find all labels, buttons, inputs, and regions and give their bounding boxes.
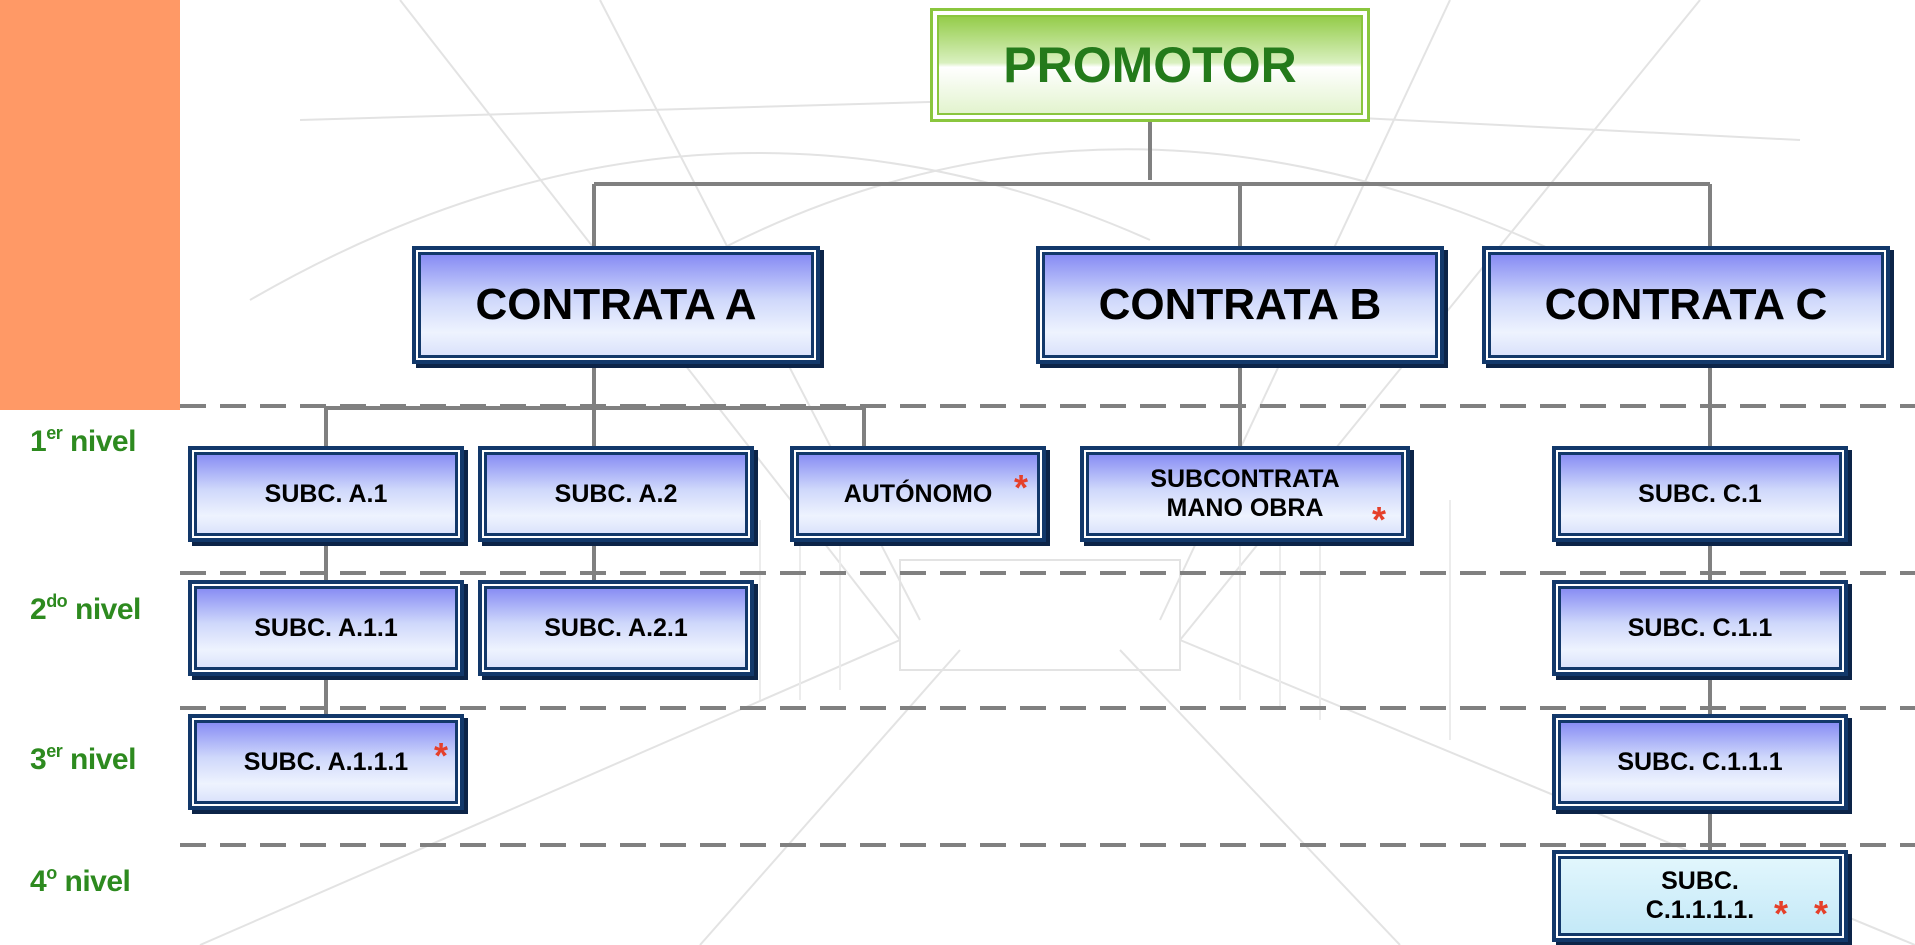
- contrata-b-node: CONTRATA B: [1036, 246, 1444, 364]
- level-label-4: 4o nivel: [30, 863, 131, 898]
- level-label-1: 1er nivel: [30, 423, 136, 458]
- subc-c1111-node: SUBC. C.1.1.1.1. * *: [1552, 850, 1848, 942]
- contrata-b-label: CONTRATA B: [1098, 279, 1382, 329]
- subc-a21-node: SUBC. A.2.1: [478, 580, 754, 676]
- subcontrata-asterisk: *: [1371, 499, 1386, 540]
- subc-c1-label: SUBC. C.1: [1638, 479, 1762, 508]
- subc-c11-label: SUBC. C.1.1: [1627, 613, 1773, 642]
- level-label-2: 2do nivel: [30, 591, 141, 626]
- promotor-label: PROMOTOR: [1003, 37, 1297, 93]
- autonomo-node: AUTÓNOMO *: [790, 446, 1046, 542]
- subc-c111-label: SUBC. C.1.1.1: [1617, 747, 1783, 776]
- subc-c1111-asterisk-1: *: [1773, 893, 1788, 934]
- subcontrata-mano-obra-node: SUBCONTRATA MANO OBRA *: [1080, 446, 1410, 542]
- subc-a2-node: SUBC. A.2: [478, 446, 754, 542]
- promotor-node: PROMOTOR: [930, 8, 1370, 122]
- autonomo-label: AUTÓNOMO: [843, 479, 993, 508]
- subc-a1-label: SUBC. A.1: [264, 479, 388, 508]
- subc-a2-label: SUBC. A.2: [554, 479, 678, 508]
- subc-a111-label: SUBC. A.1.1.1: [243, 747, 409, 776]
- contrata-c-node: CONTRATA C: [1482, 246, 1890, 364]
- subc-a11-label: SUBC. A.1.1: [254, 613, 398, 642]
- subcontrata-line1: SUBCONTRATA: [1150, 465, 1340, 494]
- subc-c1111-line1: SUBC.: [1661, 867, 1739, 896]
- side-bar: [0, 0, 180, 945]
- subc-a111-node: SUBC. A.1.1.1 *: [188, 714, 464, 810]
- subc-c1111-asterisk-2: *: [1813, 893, 1828, 934]
- subc-c111-node: SUBC. C.1.1.1: [1552, 714, 1848, 810]
- subc-a111-asterisk: *: [433, 735, 448, 776]
- subc-c11-node: SUBC. C.1.1: [1552, 580, 1848, 676]
- contrata-a-label: CONTRATA A: [475, 279, 757, 329]
- subc-a1-node: SUBC. A.1: [188, 446, 464, 542]
- contrata-c-label: CONTRATA C: [1544, 279, 1828, 329]
- subc-c1111-line2: C.1.1.1.1.: [1645, 896, 1755, 924]
- contrata-a-node: CONTRATA A: [412, 246, 820, 364]
- level-label-3: 3er nivel: [30, 741, 136, 776]
- subc-a11-node: SUBC. A.1.1: [188, 580, 464, 676]
- subc-a21-label: SUBC. A.2.1: [544, 613, 688, 642]
- subc-c1-node: SUBC. C.1: [1552, 446, 1848, 542]
- autonomo-asterisk: *: [1013, 467, 1028, 508]
- subcontrata-line2: MANO OBRA: [1166, 494, 1324, 522]
